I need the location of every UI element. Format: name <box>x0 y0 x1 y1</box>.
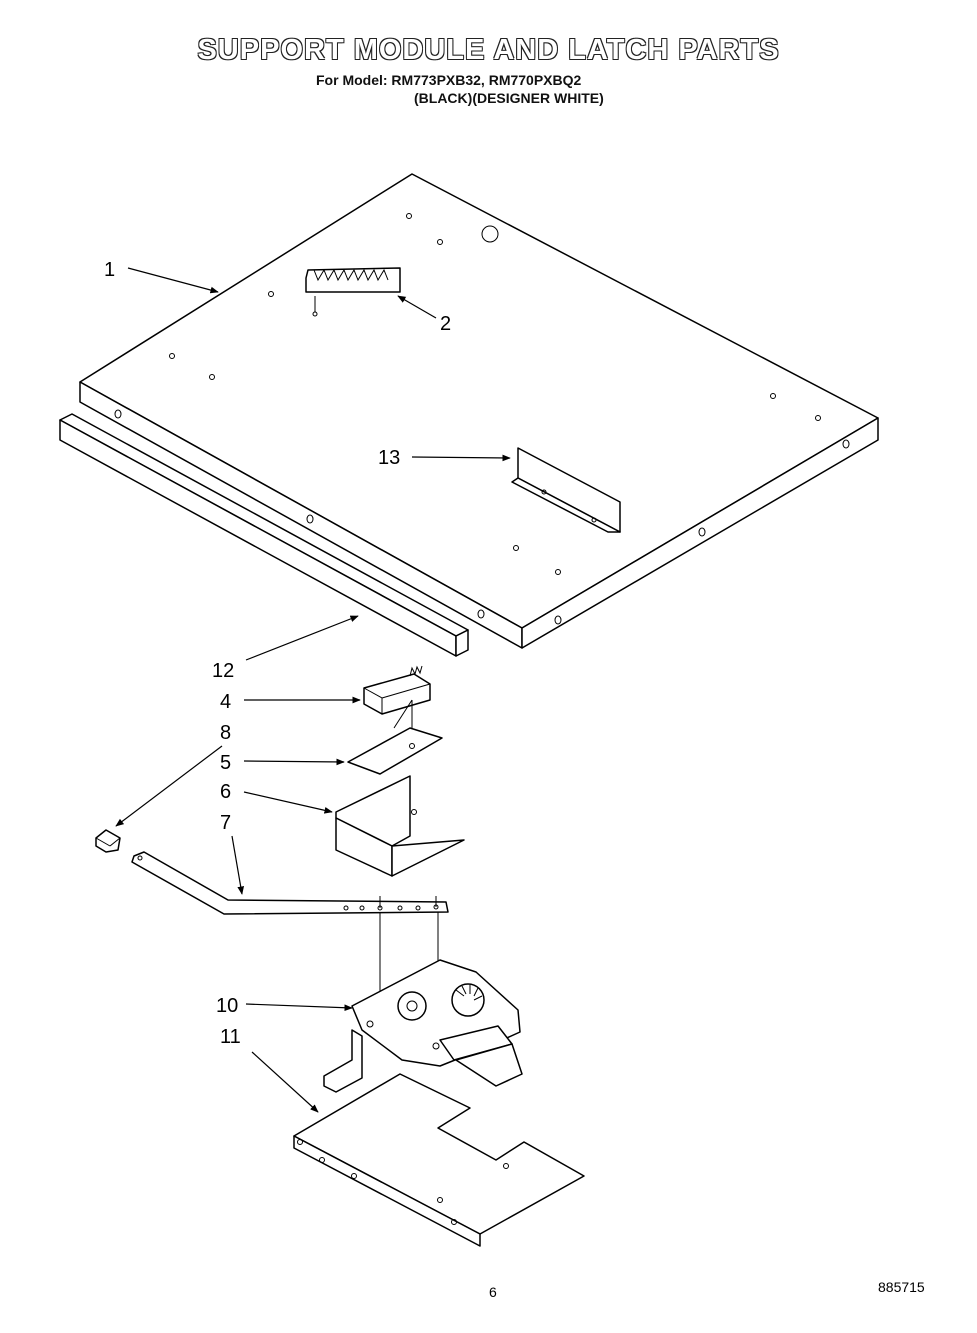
callout-label-5: 5 <box>220 752 231 774</box>
callout-label-12: 12 <box>212 660 234 682</box>
callout-label-1: 1 <box>104 259 115 281</box>
comb-bracket-part-2 <box>305 267 401 317</box>
insulator-part-5 <box>347 727 443 775</box>
callout-label-8: 8 <box>220 722 231 744</box>
callout-7: 7 <box>220 812 245 895</box>
callout-4: 4 <box>220 691 361 713</box>
base-plate-part-11 <box>293 1073 585 1247</box>
callout-label-10: 10 <box>216 995 238 1017</box>
latch-assembly-part-10 <box>323 959 523 1093</box>
rail-part-12 <box>59 413 469 657</box>
page-title: SUPPORT MODULE AND LATCH PARTS <box>197 34 780 66</box>
callout-13: 13 <box>378 447 511 469</box>
switch-bracket-part-6 <box>335 775 465 877</box>
callout-6: 6 <box>220 781 333 814</box>
callout-10: 10 <box>216 995 353 1017</box>
callout-label-4: 4 <box>220 691 231 713</box>
callout-label-7: 7 <box>220 812 231 834</box>
document-number: 885715 <box>878 1279 925 1295</box>
callout-5: 5 <box>220 752 345 774</box>
callout-label-6: 6 <box>220 781 231 803</box>
callout-11: 11 <box>220 1026 319 1113</box>
pad-part-8 <box>95 829 121 853</box>
model-line: For Model: RM773PXB32, RM770PXBQ2 <box>316 72 582 88</box>
bracket-part-13 <box>511 447 621 533</box>
callout-1: 1 <box>104 259 219 294</box>
latch-lever-part-7 <box>131 851 449 915</box>
support-panel-part-1 <box>79 173 879 649</box>
color-line: (BLACK)(DESIGNER WHITE) <box>414 90 604 106</box>
callout-label-2: 2 <box>440 313 451 335</box>
callout-label-11: 11 <box>220 1026 241 1048</box>
callout-12: 12 <box>212 615 359 682</box>
callout-8: 8 <box>115 722 231 827</box>
page-number: 6 <box>489 1284 497 1300</box>
callout-2: 2 <box>397 295 451 335</box>
callout-label-13: 13 <box>378 447 400 469</box>
